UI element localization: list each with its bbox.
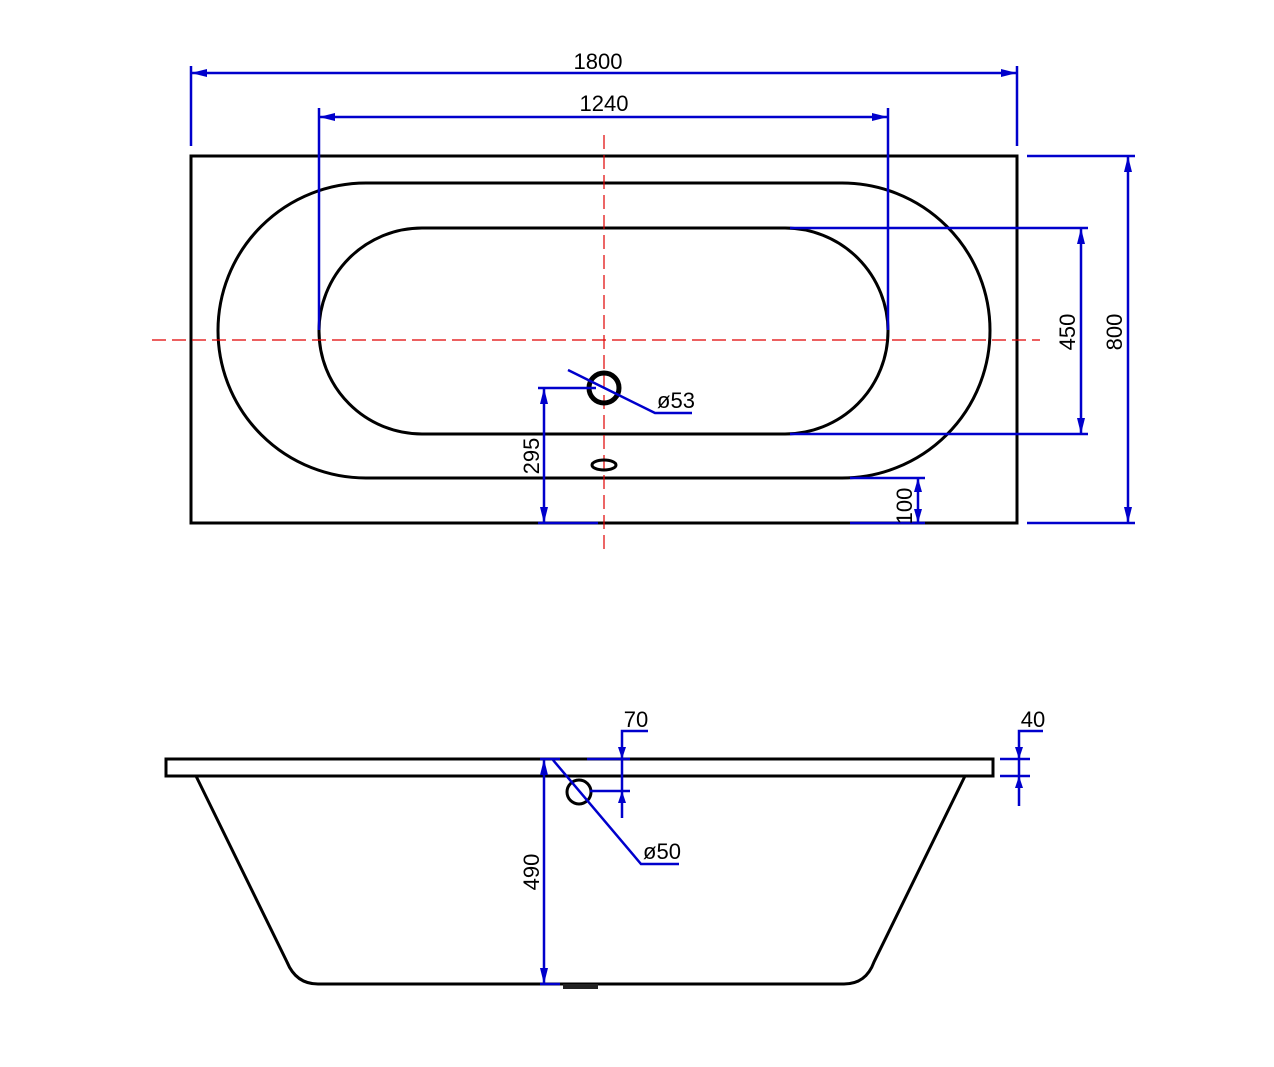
waste-outlet bbox=[563, 984, 598, 989]
top-view: 1800 1240 800 450 295 bbox=[152, 49, 1135, 553]
overflow-slot bbox=[590, 458, 618, 472]
dim-1240: 1240 bbox=[317, 91, 890, 330]
dim-40: 40 bbox=[1000, 707, 1045, 806]
dim-label-450: 450 bbox=[1055, 314, 1080, 351]
dim-490: 490 bbox=[519, 757, 560, 986]
dim-label-1240: 1240 bbox=[580, 91, 629, 116]
tub-body bbox=[194, 775, 967, 986]
dim-label-1800: 1800 bbox=[574, 49, 623, 74]
side-view: 490 ø50 70 40 bbox=[164, 707, 1045, 989]
dim-label-490: 490 bbox=[519, 854, 544, 891]
dim-label-d50: ø50 bbox=[643, 839, 681, 864]
dim-label-800: 800 bbox=[1102, 314, 1127, 351]
dim-70: 70 bbox=[587, 707, 648, 818]
dim-label-d53: ø53 bbox=[657, 388, 695, 413]
dim-overflow-diameter: ø50 bbox=[552, 759, 681, 866]
dim-1800: 1800 bbox=[189, 49, 1019, 146]
dim-drain-diameter: ø53 bbox=[567, 368, 695, 415]
dim-800: 800 bbox=[1027, 154, 1135, 525]
dim-100: 100 bbox=[850, 476, 925, 525]
dim-label-70: 70 bbox=[624, 707, 648, 732]
dim-label-100: 100 bbox=[892, 488, 917, 525]
dim-295: 295 bbox=[519, 386, 598, 525]
dim-label-295: 295 bbox=[519, 438, 544, 475]
dim-450: 450 bbox=[790, 226, 1088, 436]
dim-label-40: 40 bbox=[1021, 707, 1045, 732]
tub-rim bbox=[164, 757, 995, 778]
